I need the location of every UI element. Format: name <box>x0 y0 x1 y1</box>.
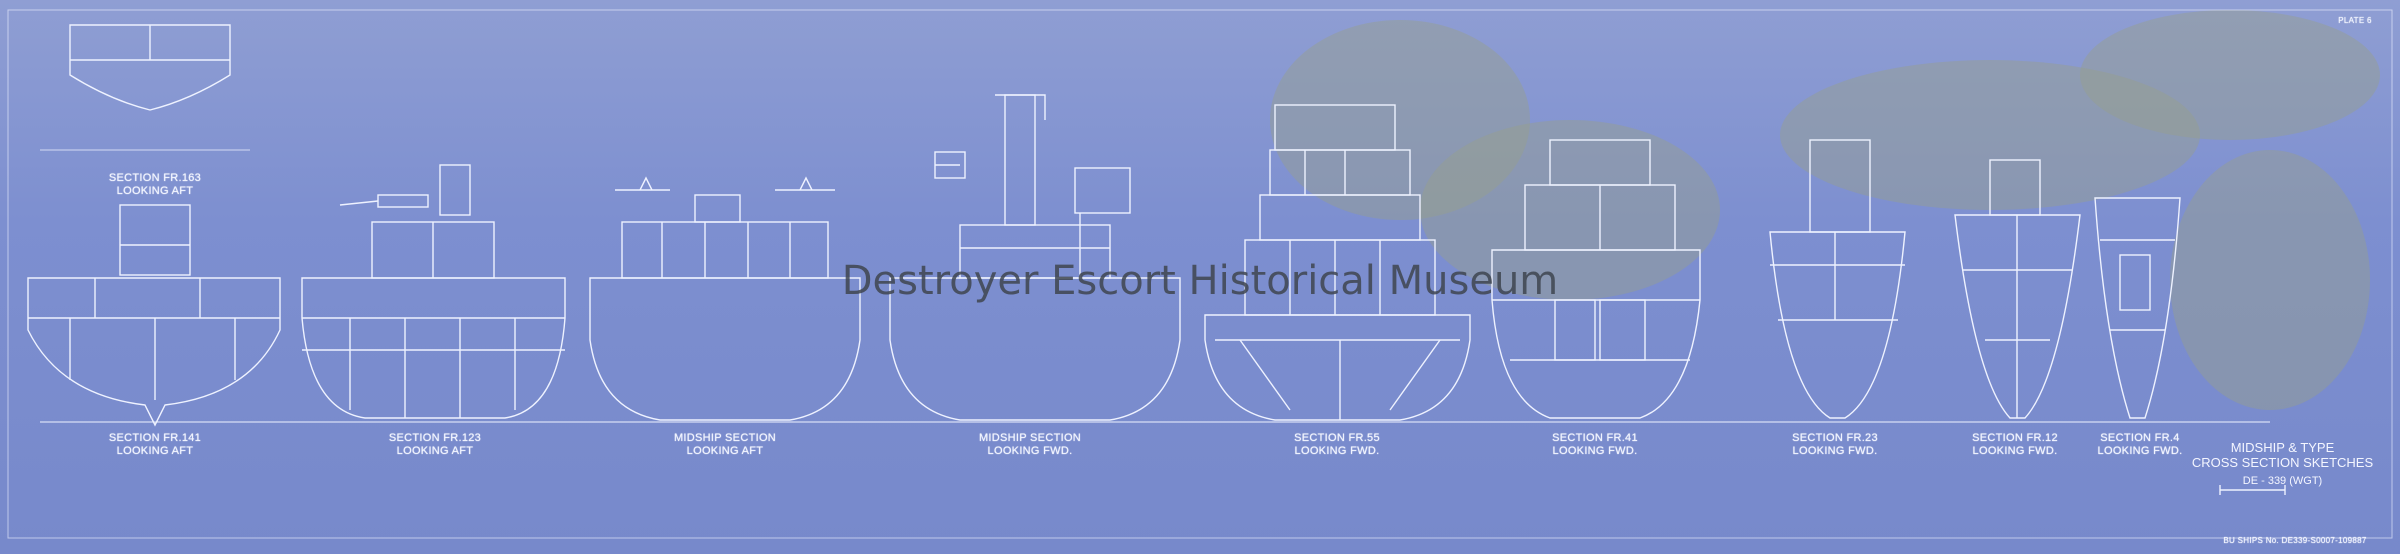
section-view: LOOKING FWD. <box>1972 445 2058 457</box>
section-label-fr23: SECTION FR.23 LOOKING FWD. <box>1780 432 1890 458</box>
section-label-fr55: SECTION FR.55 LOOKING FWD. <box>1282 432 1392 458</box>
section-view: LOOKING AFT <box>116 445 194 457</box>
section-title: SECTION FR.12 <box>1972 432 2058 444</box>
water-stain <box>1270 20 1530 220</box>
section-title: MIDSHIP SECTION <box>673 432 777 444</box>
drawing-number: BU SHIPS No. DE339-S0007-109887 <box>2223 536 2367 545</box>
midship-fwd-drawing <box>889 94 1181 421</box>
section-fr41-drawing <box>1491 139 1701 419</box>
water-stain <box>1420 120 1720 300</box>
section-fr123-drawing <box>301 164 566 419</box>
section-fr141-drawing <box>27 204 281 427</box>
section-label-fr141: SECTION FR.141 LOOKING AFT <box>100 432 210 458</box>
section-label-fr123: SECTION FR.123 LOOKING AFT <box>380 432 490 458</box>
plate-number: PLATE 6 <box>2338 16 2372 25</box>
section-label-midship-aft: MIDSHIP SECTION LOOKING AFT <box>665 432 785 458</box>
title-block-lines <box>2219 485 2286 495</box>
section-fr12-drawing <box>1954 159 2081 419</box>
section-title: SECTION FR.163 <box>108 172 202 184</box>
section-view: LOOKING FWD. <box>987 445 1073 457</box>
section-label-fr41: SECTION FR.41 LOOKING FWD. <box>1540 432 1650 458</box>
section-view: LOOKING AFT <box>116 185 194 197</box>
sheet-border <box>7 9 2393 539</box>
hull-number: DE - 339 (WGT) <box>2242 475 2323 487</box>
section-title: SECTION FR.41 <box>1552 432 1638 444</box>
section-title: SECTION FR.4 <box>2100 432 2180 444</box>
section-view: LOOKING AFT <box>396 445 474 457</box>
section-label-fr163: SECTION FR.163 LOOKING AFT <box>100 172 210 198</box>
section-fr55-drawing <box>1204 104 1471 421</box>
section-view: LOOKING FWD. <box>1792 445 1878 457</box>
title-line-2: CROSS SECTION SKETCHES <box>2191 455 2374 470</box>
section-label-fr4: SECTION FR.4 LOOKING FWD. <box>2085 432 2195 458</box>
section-label-fr12: SECTION FR.12 LOOKING FWD. <box>1960 432 2070 458</box>
midship-aft-drawing <box>589 176 861 421</box>
section-fr163-drawing <box>40 24 250 151</box>
section-view: LOOKING FWD. <box>2097 445 2183 457</box>
section-fr4-drawing <box>2094 197 2181 419</box>
water-stain <box>2080 10 2380 140</box>
title-line-1: MIDSHIP & TYPE <box>2230 440 2335 455</box>
section-view: LOOKING FWD. <box>1552 445 1638 457</box>
section-view: LOOKING FWD. <box>1294 445 1380 457</box>
water-stain <box>2170 150 2370 410</box>
section-title: SECTION FR.141 <box>108 432 202 444</box>
section-title: SECTION FR.55 <box>1294 432 1380 444</box>
section-title: SECTION FR.23 <box>1792 432 1878 444</box>
section-title: SECTION FR.123 <box>388 432 482 444</box>
section-view: LOOKING AFT <box>686 445 764 457</box>
section-label-midship-fwd: MIDSHIP SECTION LOOKING FWD. <box>970 432 1090 458</box>
section-title: MIDSHIP SECTION <box>978 432 1082 444</box>
museum-watermark: Destroyer Escort Historical Museum <box>841 258 1559 304</box>
title-block: MIDSHIP & TYPE CROSS SECTION SKETCHES DE… <box>2180 440 2385 489</box>
section-fr23-drawing <box>1769 139 1906 419</box>
